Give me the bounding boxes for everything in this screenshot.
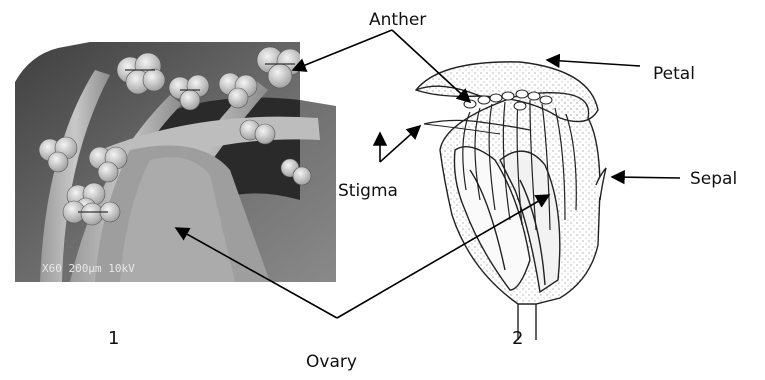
sepal-label: Sepal xyxy=(690,171,737,188)
flower-drawing xyxy=(416,62,606,340)
petal-label: Petal xyxy=(653,66,695,83)
panel-2-number: 2 xyxy=(512,330,523,348)
panel-1-number: 1 xyxy=(108,330,119,348)
stigma-label: Stigma xyxy=(338,183,398,200)
ovary-label: Ovary xyxy=(306,354,357,371)
micrograph-panel xyxy=(10,40,340,285)
anther-label: Anther xyxy=(369,12,426,29)
micrograph-scale-text: X60 200μm 10kV xyxy=(42,262,135,275)
